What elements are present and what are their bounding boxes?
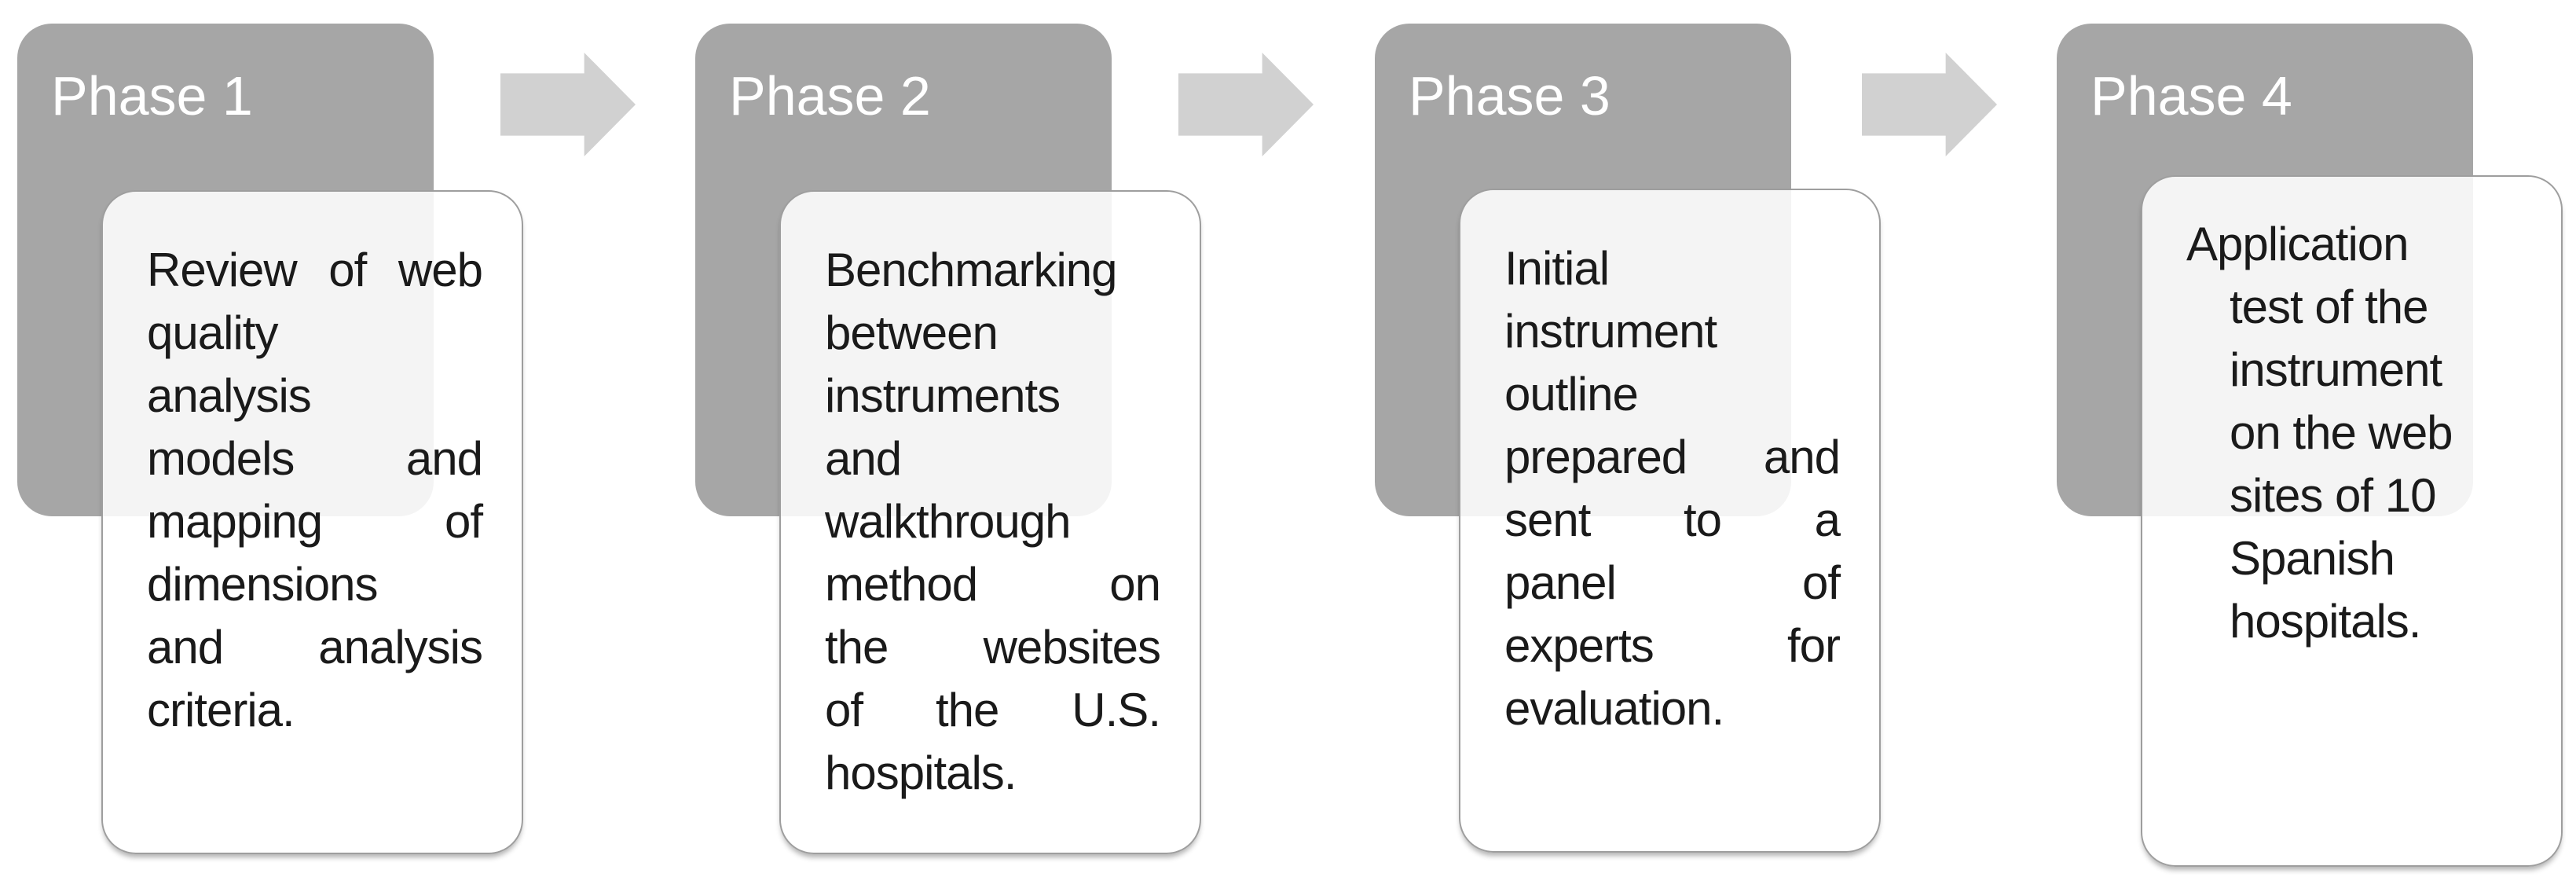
text-line: dimensions — [147, 558, 379, 611]
text-line: hospitals. — [825, 747, 1017, 799]
phase-description-text: Initial instrument outline prepared and sent… — [1504, 237, 1841, 740]
phase-description-text: Review of web quality analysis models and ma… — [147, 239, 483, 742]
phase-label: Phase 4 — [2090, 65, 2292, 127]
phase-label: Phase 1 — [51, 65, 253, 127]
text-line: analysis — [147, 369, 312, 422]
phase-group-2: Phase 2 Benchmarking between instruments an… — [695, 0, 1339, 877]
text-line: test of the — [2230, 281, 2429, 333]
text-line: the websites — [825, 621, 1161, 673]
phase-description-card: Application test of the instrument on the w… — [2141, 175, 2563, 867]
text-line: mapping of — [147, 495, 483, 548]
text-line: on the web — [2230, 406, 2453, 459]
text-line: experts for — [1504, 619, 1841, 672]
text-line: hospitals. — [2230, 595, 2421, 648]
phase-group-4: Phase 4 Application test of the instrument… — [2057, 0, 2576, 877]
text-line: sites of 10 — [2230, 469, 2437, 522]
text-line: criteria. — [147, 684, 295, 736]
text-line: Initial — [1504, 242, 1610, 295]
text-line: Application — [2186, 218, 2409, 270]
phase-description-card: Benchmarking between instruments and walkthr… — [779, 190, 1201, 854]
text-line: and — [825, 432, 902, 485]
text-line: walkthrough — [825, 495, 1072, 548]
text-line: Spanish — [2230, 532, 2395, 585]
text-line: quality — [147, 306, 278, 359]
phase-group-3: Phase 3 Initial instrument outline prepared… — [1375, 0, 2019, 877]
text-line: Benchmarking — [825, 244, 1118, 296]
text-line: between — [825, 306, 999, 359]
text-line: sent to a — [1504, 494, 1841, 546]
text-line: and analysis — [147, 621, 483, 673]
phase-description-card: Review of web quality analysis models and ma… — [101, 190, 523, 854]
text-line: prepared and — [1504, 431, 1841, 483]
text-line: models and — [147, 432, 483, 485]
phase-description-text: Application test of the instrument on the w… — [2186, 213, 2522, 653]
phase-label: Phase 3 — [1409, 65, 1610, 127]
phase-group-1: Phase 1 Review of web quality analysis mode… — [17, 0, 661, 877]
text-line: instrument — [1504, 305, 1717, 358]
phase-label: Phase 2 — [729, 65, 931, 127]
text-line: of the U.S. — [825, 684, 1161, 736]
text-line: outline — [1504, 368, 1639, 420]
text-line: evaluation. — [1504, 682, 1724, 735]
text-line: panel of — [1504, 556, 1841, 609]
text-line: instrument — [2230, 343, 2442, 396]
text-line: Review of web — [147, 244, 483, 296]
phase-description-text: Benchmarking between instruments and walkthr… — [825, 239, 1161, 805]
text-line: method on — [825, 558, 1161, 611]
text-line: instruments — [825, 369, 1061, 422]
phase-description-card: Initial instrument outline prepared and sent… — [1459, 189, 1881, 853]
